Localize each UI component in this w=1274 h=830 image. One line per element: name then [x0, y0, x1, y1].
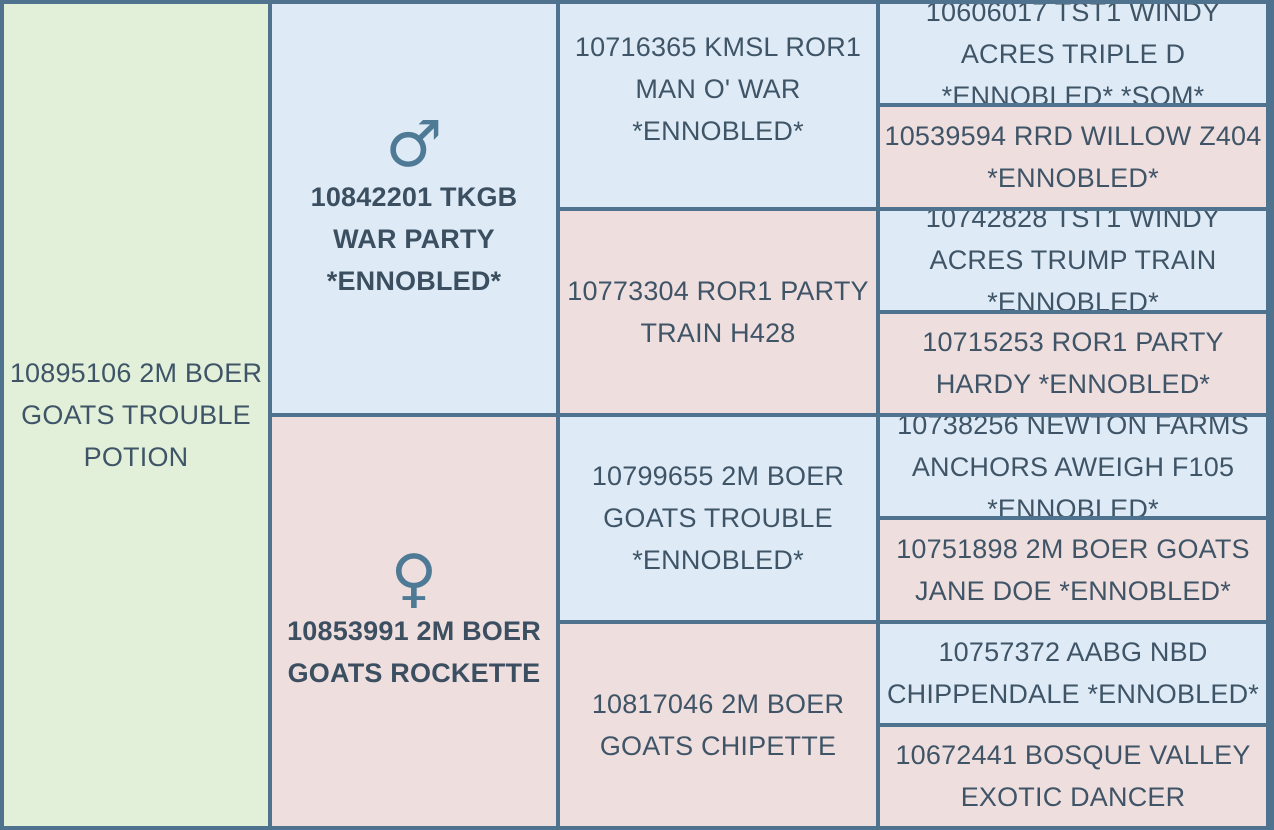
great-grandparent-name: 10742828 TST1 WINDY ACRES TRUMP TRAIN *E… [925, 210, 1221, 310]
great-grandparent-name: 10715253 ROR1 PARTY HARDY *ENNOBLED* [922, 327, 1224, 400]
paternal-granddam-name: 10773304 ROR1 PARTY TRAIN H428 [567, 275, 869, 348]
great-grandparent-6[interactable]: 10751898 2M BOER GOATS JANE DOE *ENNOBLE… [880, 520, 1266, 620]
paternal-grandsire[interactable]: 10716365 KMSL ROR1 MAN O' WAR *ENNOBLED* [560, 4, 876, 207]
great-grandparent-5[interactable]: 10738256 NEWTON FARMS ANCHORS AWEIGH F10… [880, 417, 1266, 517]
great-grandparent-name: 10751898 2M BOER GOATS JANE DOE *ENNOBLE… [896, 533, 1250, 606]
great-grandparent-name: 10757372 AABG NBD CHIPPENDALE *ENNOBLED* [886, 637, 1259, 710]
maternal-granddam[interactable]: 10817046 2M BOER GOATS CHIPETTE [560, 623, 876, 826]
subject-goat[interactable]: 10895106 2M BOER GOATS TROUBLE POTION [4, 4, 268, 826]
dam-name: 10853991 2M BOER GOATS ROCKETTE [287, 615, 541, 688]
subject-goat-name: 10895106 2M BOER GOATS TROUBLE POTION [9, 358, 263, 472]
great-grandparent-8[interactable]: 10672441 BOSQUE VALLEY EXOTIC DANCER [880, 726, 1266, 826]
great-grandparent-7[interactable]: 10757372 AABG NBD CHIPPENDALE *ENNOBLED* [880, 623, 1266, 723]
female-symbol-icon: ♀ [390, 541, 438, 616]
great-grandparent-name: 10539594 RRD WILLOW Z404 *ENNOBLED* [884, 120, 1262, 193]
maternal-grandsire[interactable]: 10799655 2M BOER GOATS TROUBLE *ENNOBLED… [560, 417, 876, 620]
dam[interactable]: ♀ 10853991 2M BOER GOATS ROCKETTE [272, 417, 556, 826]
male-symbol-icon: ♂ [385, 107, 443, 182]
maternal-grandsire-name: 10799655 2M BOER GOATS TROUBLE *ENNOBLED… [591, 461, 845, 576]
paternal-granddam[interactable]: 10773304 ROR1 PARTY TRAIN H428 [560, 210, 876, 413]
great-grandparent-2[interactable]: 10539594 RRD WILLOW Z404 *ENNOBLED* [880, 107, 1266, 207]
great-grandparent-name: 10738256 NEWTON FARMS ANCHORS AWEIGH F10… [897, 417, 1249, 517]
maternal-granddam-name: 10817046 2M BOER GOATS CHIPETTE [591, 688, 845, 761]
great-grandparent-3[interactable]: 10742828 TST1 WINDY ACRES TRUMP TRAIN *E… [880, 210, 1266, 310]
great-grandparent-name: 10672441 BOSQUE VALLEY EXOTIC DANCER [895, 740, 1251, 813]
sire[interactable]: ♂ 10842201 TKGB WAR PARTY *ENNOBLED* [272, 4, 556, 413]
great-grandparent-1[interactable]: 10606017 TST1 WINDY ACRES TRIPLE D *ENNO… [880, 4, 1266, 104]
sire-name: 10842201 TKGB WAR PARTY *ENNOBLED* [310, 181, 518, 296]
great-grandparent-4[interactable]: 10715253 ROR1 PARTY HARDY *ENNOBLED* [880, 313, 1266, 413]
paternal-grandsire-name: 10716365 KMSL ROR1 MAN O' WAR *ENNOBLED* [574, 32, 862, 146]
great-grandparent-name: 10606017 TST1 WINDY ACRES TRIPLE D *ENNO… [925, 4, 1221, 104]
